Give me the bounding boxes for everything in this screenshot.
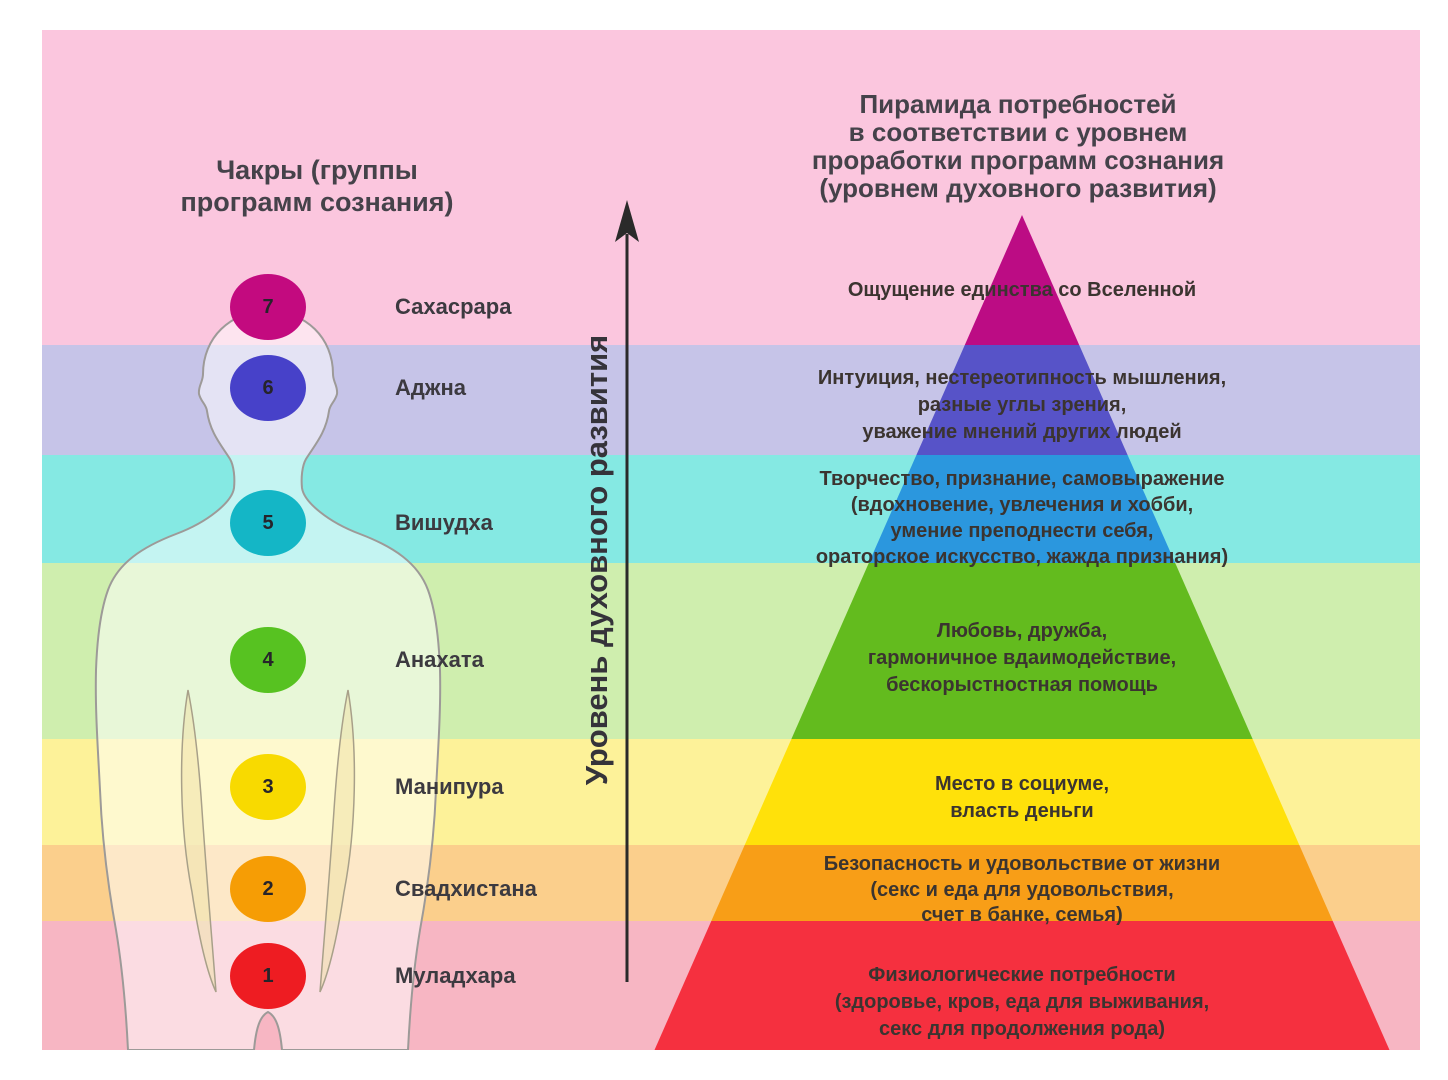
chakra-3-label: Манипура: [395, 774, 504, 799]
level-5-line: умение преподнести себя,: [890, 520, 1154, 542]
level-7-text: Ощущение единства со Вселенной: [717, 277, 1327, 304]
arrowhead-icon: [615, 200, 639, 242]
level-6-text: Интуиция, нестереотипность мышления, раз…: [717, 365, 1327, 446]
pyramid-title-line: (уровнем духовного развития): [819, 173, 1217, 203]
pyramid-slice-6: [916, 345, 1128, 455]
level-4-line: Любовь, дружба,: [936, 620, 1108, 642]
chakra-3-circle: 3: [230, 754, 306, 820]
chakra-5-label: Вишудха: [395, 510, 493, 535]
chakra-6-label: Аджна: [395, 375, 466, 400]
pyramid-slice-2: [711, 845, 1333, 921]
chakra-4-label: Анахата: [395, 647, 484, 672]
level-1-line: Физиологические потребности: [868, 964, 1176, 986]
pyramid-slice-5: [868, 455, 1176, 563]
pyramid-slice-1: [654, 921, 1390, 1050]
chakra-6-circle: 6: [230, 355, 306, 421]
level-1-line: (здоровье, кров, еда для выживания,: [834, 991, 1210, 1013]
left-arm-line: [180, 689, 217, 993]
level-6-line: разные углы зрения,: [917, 394, 1127, 416]
chakra-2-label: Свадхистана: [395, 876, 537, 901]
pyramid-title-line: Пирамида потребностей: [859, 89, 1177, 119]
level-2-text: Безопасность и удовольствие от жизни (се…: [717, 852, 1327, 929]
pyramid-title-line: проработки программ сознания: [811, 145, 1225, 175]
level-5-text: Творчество, признание, самовыражение (вд…: [717, 466, 1327, 570]
level-4-text: Любовь, дружба, гармоничное вдаимодейств…: [717, 618, 1327, 699]
right-arm-line: [319, 689, 356, 993]
level-4-line: бескорыстностная помощь: [886, 674, 1158, 696]
chakras-title-line: программ сознания): [180, 187, 454, 217]
chakra-1-label: Муладхара: [395, 963, 516, 988]
spiritual-axis-arrow: [615, 200, 639, 982]
level-1-text: Физиологические потребности (здоровье, к…: [717, 962, 1327, 1043]
level-2-line: (секс и еда для удовольствия,: [870, 878, 1174, 901]
level-2-line: счет в банке, семья): [921, 904, 1123, 926]
level-2-line: Безопасность и удовольствие от жизни: [823, 853, 1221, 875]
chakra-5-circle: 5: [230, 490, 306, 556]
chakra-7-label: Сахасрара: [395, 294, 512, 319]
level-5-line: ораторское искусство, жажда признания): [815, 546, 1229, 568]
level-5-line: (вдохновение, увлечения и хобби,: [850, 494, 1194, 516]
chakras-title: Чакры (группы программ сознания): [117, 154, 517, 218]
chakra-1-circle: 1: [230, 943, 306, 1009]
level-4-line: гармоничное вдаимодействие,: [867, 647, 1177, 669]
chakras-title-line: Чакры (группы: [216, 155, 418, 185]
needs-pyramid: [654, 215, 1390, 1050]
level-1-line: секс для продолжения рода): [879, 1018, 1165, 1040]
chakra-2-circle: 2: [230, 856, 306, 922]
level-7-line: Ощущение единства со Вселенной: [847, 279, 1197, 301]
level-3-line: власть деньги: [950, 800, 1094, 822]
level-6-line: уважение мнений других людей: [862, 421, 1182, 443]
pyramid-title: Пирамида потребностей в соответствии с у…: [718, 90, 1318, 202]
pyramid-slice-7: [964, 215, 1080, 345]
diagram-canvas: Уровень духовного развития Чакры (группы…: [42, 30, 1420, 1050]
chakra-7-circle: 7: [230, 274, 306, 340]
pyramid-slice-3: [744, 739, 1300, 845]
level-3-text: Место в социуме, власть деньги: [717, 771, 1327, 825]
level-3-line: Место в социуме,: [934, 773, 1110, 795]
level-5-line: Творчество, признание, самовыражение: [819, 468, 1225, 490]
pyramid-slice-4: [791, 563, 1253, 739]
pyramid-title-line: в соответствии с уровнем: [848, 117, 1188, 147]
chakra-4-circle: 4: [230, 627, 306, 693]
level-6-line: Интуиция, нестереотипность мышления,: [817, 367, 1227, 389]
